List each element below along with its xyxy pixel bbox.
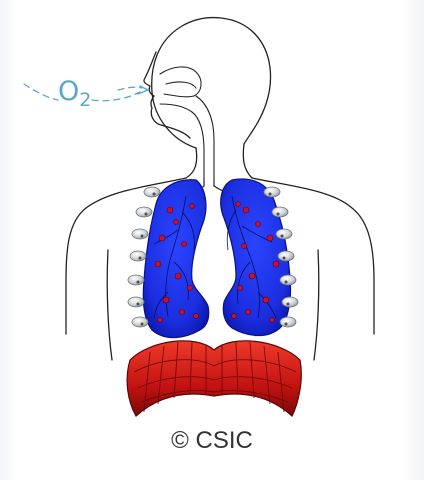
oxygen-label: O2 xyxy=(58,76,91,111)
lungs xyxy=(143,179,290,338)
oxygen-subscript: 2 xyxy=(79,89,91,111)
upper-airway xyxy=(160,67,214,178)
left-lung xyxy=(143,180,208,338)
diaphragm xyxy=(127,341,301,416)
copyright-notice: © CSIC xyxy=(0,427,424,455)
oxygen-symbol: O xyxy=(58,76,79,107)
